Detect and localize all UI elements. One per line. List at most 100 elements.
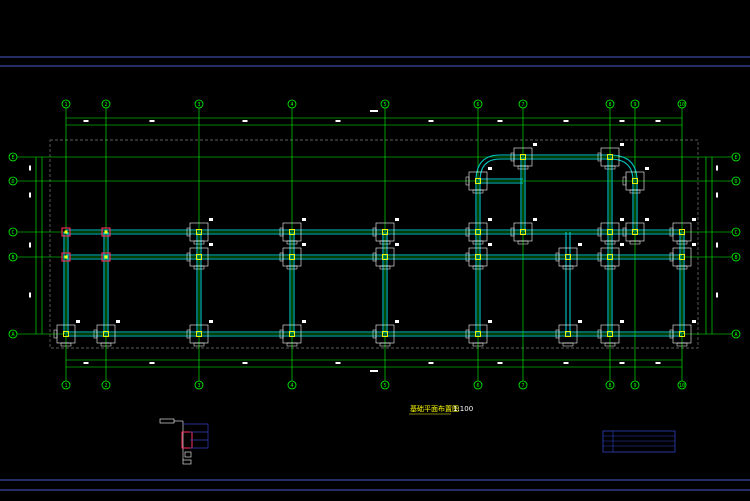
column-footing-0 [53,320,80,347]
axis-bubble-bottom-4: 4 [287,380,297,390]
dim-text-0-4 [428,120,434,122]
title-block-table [602,430,676,453]
dim-text-0-3 [335,120,341,122]
svg-text:D: D [11,179,14,185]
beam-row-D [478,178,523,184]
beam-curve-left-inner [479,158,501,182]
dim-text-left-2 [29,242,31,248]
svg-text:8: 8 [608,383,611,389]
column-footing-20 [510,218,537,245]
axis-bubble-right-A: A [731,329,741,339]
drawing-scale: 1:100 [453,405,473,413]
column-footing-24 [465,167,492,194]
dim-text-0-1 [149,120,155,122]
column-footing-27 [597,143,624,170]
column-footing-9 [186,243,213,270]
axis-bubble-bottom-9: 9 [630,380,640,390]
svg-text:A: A [11,332,14,338]
beam-curve-right-inner [609,158,634,182]
svg-text:7: 7 [521,383,524,389]
dim-text-right-1 [716,192,718,198]
dim-text-1-2 [242,362,248,364]
svg-text:4: 4 [290,102,293,108]
column-footing-11 [372,243,399,270]
column-footing-6 [555,320,582,347]
axis-bubble-top-5: 5 [380,99,390,109]
dim-text-1-1 [149,362,155,364]
svg-text:B: B [734,255,737,261]
column-footing-2 [186,320,213,347]
axis-bubble-top-6: 6 [473,99,483,109]
svg-text:9: 9 [633,102,636,108]
dim-text-left-0 [29,165,31,171]
axis-bubble-right-C: C [731,227,741,237]
drawing-title: 基础平面布置图 [410,404,459,413]
dim-text-1-8 [655,362,661,364]
axis-bubble-right-E: E [731,152,741,162]
svg-text:8: 8 [608,102,611,108]
svg-text:3: 3 [197,102,200,108]
beam-col-4 [382,232,388,334]
column-footing-3 [279,320,306,347]
axis-bubble-left-B: B [8,252,18,262]
column-footing-7 [597,320,624,347]
column-footing-17 [279,218,306,245]
svg-text:B: B [11,255,14,261]
beam-col-7 [520,157,526,232]
beam-row-E [500,154,610,160]
axis-bubble-top-1: 1 [61,99,71,109]
column-footing-15 [669,243,696,270]
axis-bubble-top-9: 9 [630,99,640,109]
beam-curve-left-outer [475,154,501,182]
dim-text-total-top [370,110,378,112]
axis-bubble-bottom-10: 10 [677,380,687,390]
special-column-marker-1 [101,227,111,237]
column-footings [53,143,696,347]
dim-text-0-8 [655,120,661,122]
svg-text:6: 6 [476,102,479,108]
dim-text-1-7 [619,362,625,364]
column-footing-13 [555,243,582,270]
beam-col-6 [475,181,481,334]
dim-text-1-0 [83,362,89,364]
dim-text-0-2 [242,120,248,122]
axis-bubble-bottom-1: 1 [61,380,71,390]
axis-bubble-bottom-6: 6 [473,380,483,390]
axis-bubble-top-8: 8 [605,99,615,109]
beam-col-8 [607,157,613,334]
svg-text:1: 1 [64,383,67,389]
dim-text-right-3 [716,292,718,298]
axis-bubble-top-2: 2 [101,99,111,109]
column-footing-10 [279,243,306,270]
svg-text:10: 10 [679,383,685,389]
svg-text:2: 2 [104,102,107,108]
dim-text-1-5 [497,362,503,364]
column-footing-26 [510,143,537,170]
beam-col-2 [196,232,202,334]
beam-row-B [66,254,682,260]
column-footing-1 [93,320,120,347]
column-footing-4 [372,320,399,347]
column-footing-12 [465,243,492,270]
svg-text:C: C [734,230,737,236]
svg-text:D: D [734,179,737,185]
svg-text:3: 3 [197,383,200,389]
dimension-lines [29,110,718,372]
beam-col-3 [289,232,295,334]
dim-text-right-2 [716,242,718,248]
svg-text:5: 5 [383,383,386,389]
axis-bubble-top-10: 10 [677,99,687,109]
dim-text-1-3 [335,362,341,364]
dim-text-left-1 [29,192,31,198]
column-footing-8 [669,320,696,347]
dim-text-1-4 [428,362,434,364]
axis-bubble-left-E: E [8,152,18,162]
axis-bubble-top-7: 7 [518,99,528,109]
special-column-marker-0 [61,227,71,237]
svg-text:4: 4 [290,383,293,389]
axis-bubble-left-A: A [8,329,18,339]
svg-text:C: C [11,230,14,236]
drawing-title-group: 基础平面布置图 1:100 [409,404,473,415]
